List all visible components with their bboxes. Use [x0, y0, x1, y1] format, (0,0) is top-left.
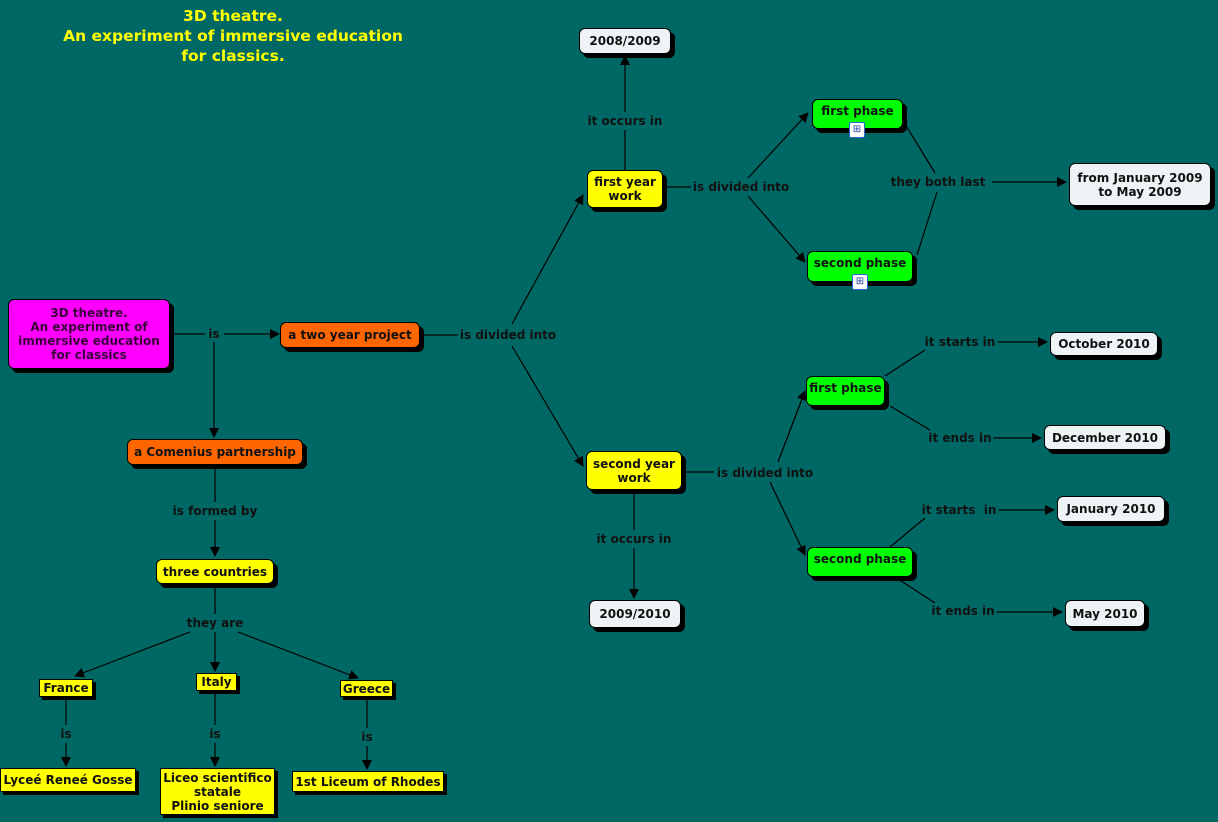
concept-three-countries[interactable]: three countries	[156, 559, 274, 584]
link-label-is: is	[207, 727, 223, 741]
root-concept[interactable]: 3D theatre. An experiment of immersive e…	[8, 299, 170, 369]
link-label-it-starts-in: it starts in	[919, 503, 999, 517]
link-label-they-are: they are	[184, 616, 246, 630]
link-label-is-divided-into: is divided into	[690, 180, 792, 194]
concept-italy[interactable]: Italy	[196, 673, 237, 691]
concept-rhodes[interactable]: 1st Liceum of Rhodes	[292, 771, 444, 792]
concept-january-2010[interactable]: January 2010	[1057, 496, 1165, 522]
link-label-it-occurs-in: it occurs in	[585, 114, 665, 128]
link-label-is: is	[206, 327, 222, 341]
link-label-they-both-last: they both last	[888, 175, 988, 189]
concept-greece[interactable]: Greece	[340, 680, 393, 697]
link-label-it-occurs-in: it occurs in	[594, 532, 674, 546]
submap-icon[interactable]: ⊞	[849, 122, 865, 138]
concept-2009-2010[interactable]: 2009/2010	[589, 600, 681, 628]
link-label-is-divided-into: is divided into	[714, 466, 816, 480]
concept-october-2010[interactable]: October 2010	[1050, 332, 1158, 356]
concept-2008-2009[interactable]: 2008/2009	[579, 28, 671, 54]
link-label-it-starts-in: it starts in	[922, 335, 998, 349]
map-title: 3D theatre. An experiment of immersive e…	[63, 7, 403, 65]
concept-jan-may-2009[interactable]: from January 2009 to May 2009	[1069, 163, 1211, 206]
link-label-is: is	[359, 730, 375, 744]
link-label-it-ends-in: it ends in	[929, 604, 997, 618]
concept-liceo[interactable]: Liceo scientifico statale Plinio seniore	[160, 768, 275, 815]
submap-icon[interactable]: ⊞	[852, 274, 868, 290]
concept-december-2010[interactable]: December 2010	[1044, 425, 1166, 450]
concept-lycee[interactable]: Lyceé Reneé Gosse	[0, 768, 136, 792]
concept-first-phase-year2[interactable]: first phase	[806, 376, 885, 406]
link-label-is-formed-by: is formed by	[170, 504, 260, 518]
concept-first-year-work[interactable]: first year work	[587, 170, 663, 208]
concept-second-phase-year2[interactable]: second phase	[807, 547, 913, 577]
concept-france[interactable]: France	[39, 679, 93, 697]
concept-may-2010[interactable]: May 2010	[1065, 600, 1145, 627]
link-label-is: is	[58, 727, 74, 741]
concept-second-year-work[interactable]: second year work	[586, 451, 682, 490]
link-label-is-divided-into: is divided into	[457, 328, 559, 342]
link-label-it-ends-in: it ends in	[926, 431, 994, 445]
concept-two-year-project[interactable]: a two year project	[280, 322, 420, 348]
concept-comenius-partnership[interactable]: a Comenius partnership	[127, 439, 303, 465]
